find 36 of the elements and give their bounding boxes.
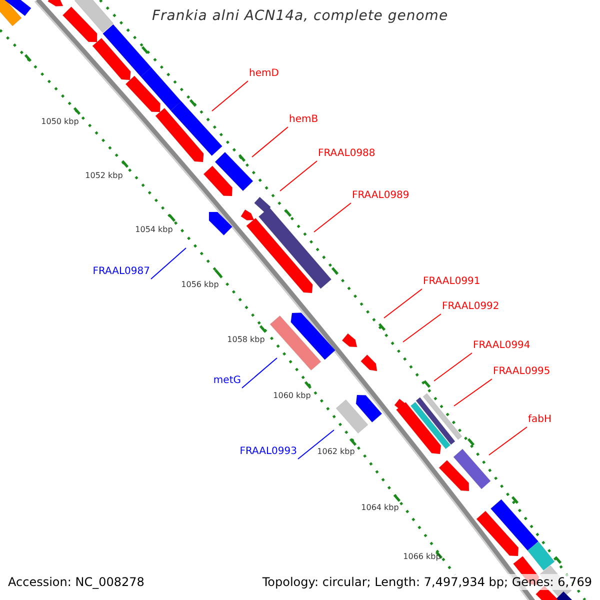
leader-line bbox=[402, 314, 442, 342]
position-label: 1066 kbp bbox=[403, 552, 441, 562]
leader-line bbox=[454, 378, 492, 406]
leader-line bbox=[280, 160, 318, 192]
position-label: 1056 kbp bbox=[181, 280, 219, 290]
leader-line bbox=[150, 248, 186, 280]
gene-label: FRAAL0994 bbox=[473, 340, 530, 352]
leader-line bbox=[488, 426, 528, 456]
accession-label: Accession: NC_008278 bbox=[8, 574, 144, 590]
position-label: 1064 kbp bbox=[361, 503, 399, 513]
position-label: 1050 kbp bbox=[41, 117, 79, 127]
leader-line bbox=[314, 202, 352, 232]
position-label: 1062 kbp bbox=[317, 447, 355, 457]
gene-label: FRAAL0992 bbox=[442, 301, 500, 313]
position-label: 1054 kbp bbox=[135, 225, 173, 235]
gene-label: fabH bbox=[528, 414, 552, 426]
gene-label: hemD bbox=[249, 68, 279, 80]
position-label: 1052 kbp bbox=[85, 171, 123, 181]
leader-line bbox=[434, 352, 472, 382]
leader-line bbox=[298, 430, 334, 460]
gene-label: FRAAL0988 bbox=[318, 148, 376, 160]
leader-line bbox=[384, 288, 422, 318]
gene-label: FRAAL0989 bbox=[352, 190, 410, 202]
gene-label: FRAAL0987 bbox=[92, 266, 150, 278]
gene-label: hemB bbox=[289, 114, 318, 126]
position-label: 1060 kbp bbox=[273, 391, 311, 401]
leader-line bbox=[252, 126, 288, 158]
gene-label: FRAAL0993 bbox=[240, 446, 297, 458]
gene-label: FRAAL0991 bbox=[423, 276, 480, 288]
leader-line bbox=[212, 80, 248, 112]
position-label: 1058 kbp bbox=[227, 335, 265, 345]
gene-label: metG bbox=[213, 375, 241, 387]
genome-summary: Topology: circular; Length: 7,497,934 bp; Genes: 6,769 bbox=[262, 574, 592, 590]
leader-line bbox=[242, 358, 278, 388]
title: Frankia alni ACN14a, complete genome bbox=[150, 9, 450, 23]
gene-label: FRAAL0995 bbox=[493, 366, 550, 378]
